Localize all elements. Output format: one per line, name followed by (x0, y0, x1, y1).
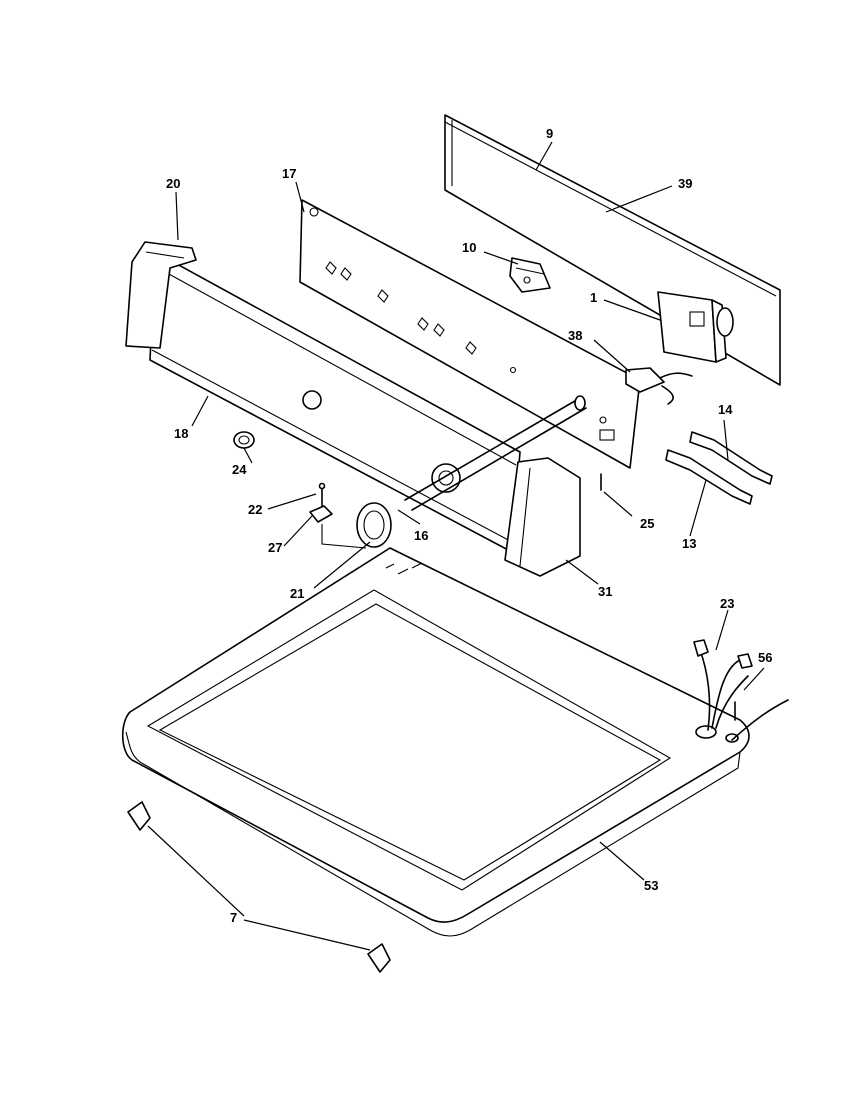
wiring-harness-part-23 (693, 639, 789, 741)
label-31: 31 (598, 584, 612, 599)
label-38: 38 (568, 328, 582, 343)
left-end-cap-part-20 (125, 241, 197, 349)
knob-part-21 (356, 502, 392, 548)
label-16: 16 (414, 528, 428, 543)
label-27: 27 (268, 540, 282, 555)
switch-part-38 (625, 367, 693, 405)
label-39: 39 (678, 176, 692, 191)
label-7: 7 (230, 910, 237, 925)
bracket-part-14 (689, 431, 773, 485)
label-24: 24 (232, 462, 247, 477)
clip-part-27 (309, 505, 367, 549)
label-21: 21 (290, 586, 304, 601)
label-9: 9 (546, 126, 553, 141)
bracket-part-13 (665, 449, 753, 505)
clip-part-7-upper (127, 801, 151, 831)
right-end-cap-part-31 (504, 457, 581, 577)
switch-part-10 (509, 257, 551, 293)
label-56: 56 (758, 650, 772, 665)
label-13: 13 (682, 536, 696, 551)
label-18: 18 (174, 426, 188, 441)
main-top-part-53 (121, 547, 750, 937)
label-1: 1 (590, 290, 597, 305)
screw-part-22 (318, 482, 326, 507)
label-10: 10 (462, 240, 476, 255)
label-25: 25 (640, 516, 654, 531)
part-labels: 9 39 10 1 38 17 20 18 24 22 27 21 16 31 … (166, 126, 772, 925)
leader-lines (147, 141, 765, 951)
label-53: 53 (644, 878, 658, 893)
clip-part-7-lower (367, 943, 391, 973)
label-23: 23 (720, 596, 734, 611)
bushing-part-24 (233, 431, 255, 449)
label-17: 17 (282, 166, 296, 181)
timer-part-1 (657, 291, 734, 363)
label-22: 22 (248, 502, 262, 517)
shaft-part-16 (404, 395, 587, 511)
label-14: 14 (718, 402, 733, 417)
label-20: 20 (166, 176, 180, 191)
console-bracket-part-17 (299, 199, 641, 469)
